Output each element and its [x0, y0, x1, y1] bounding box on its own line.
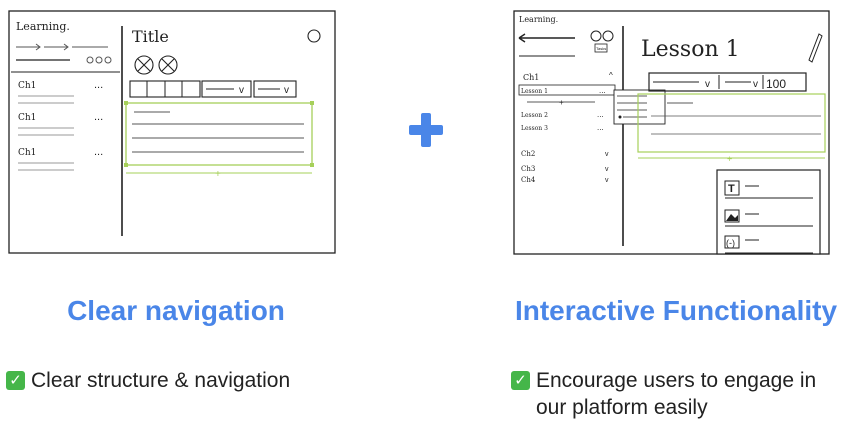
- right-back-label: Tasks: [596, 46, 606, 51]
- svg-text:...: ...: [597, 123, 604, 132]
- svg-text:+: +: [727, 154, 732, 164]
- right-lesson-2: Lesson 2: [521, 112, 548, 119]
- right-sketch-title: Lesson 1: [641, 37, 740, 62]
- heading-clear-navigation: Clear navigation: [67, 295, 285, 326]
- left-chapter-2: Ch1: [18, 113, 36, 123]
- left-app-label: Learning.: [16, 20, 70, 33]
- right-zoom: 100: [766, 77, 786, 91]
- left-chapter-3: Ch1: [18, 148, 36, 158]
- left-more-1: ...: [94, 79, 103, 91]
- svg-text:v: v: [239, 85, 244, 96]
- svg-text:(-): (-): [726, 238, 735, 248]
- right-chapter-4: Ch4: [521, 176, 536, 184]
- bullet-encourage-users: ✓ Encourage users to engage in our platf…: [511, 367, 841, 421]
- bullet-text: Encourage users to engage in our platfor…: [536, 369, 817, 419]
- right-app-label: Learning.: [519, 15, 558, 24]
- svg-text:v: v: [605, 166, 609, 173]
- svg-text:v: v: [605, 177, 609, 184]
- svg-text:...: ...: [597, 110, 604, 119]
- svg-text:v: v: [605, 151, 609, 158]
- svg-text:+: +: [215, 169, 221, 180]
- text-tool-icon: T: [728, 183, 735, 195]
- plus-icon: [409, 113, 443, 147]
- check-icon: ✓: [511, 371, 530, 390]
- left-more-2: ...: [94, 111, 103, 123]
- svg-text:...: ...: [599, 86, 606, 95]
- heading-interactive-functionality: Interactive Functionality: [514, 295, 838, 326]
- svg-text:v: v: [705, 79, 710, 90]
- right-chapter-2: Ch2: [521, 150, 535, 158]
- svg-text:+: +: [559, 98, 564, 107]
- check-icon: ✓: [6, 371, 25, 390]
- right-chapter-3: Ch3: [521, 165, 535, 173]
- right-chapter-open: Ch1: [523, 73, 539, 82]
- svg-text:v: v: [753, 79, 758, 90]
- right-wireframe-sketch: Learning. Tasks Ch1 ^ Lesson 1 ... + Les…: [513, 10, 843, 260]
- left-sketch-title: Title: [132, 27, 169, 46]
- left-more-3: ...: [94, 146, 103, 158]
- svg-text:v: v: [284, 85, 289, 96]
- right-lesson-1: Lesson 1: [521, 88, 548, 95]
- right-lesson-3: Lesson 3: [521, 125, 548, 132]
- svg-text:^: ^: [609, 71, 613, 80]
- left-wireframe-sketch: Learning. Ch1 ... Ch1 ... Ch1 ... Title: [8, 10, 336, 254]
- bullet-clear-structure: ✓ Clear structure & navigation: [6, 367, 346, 394]
- left-chapter-1: Ch1: [18, 81, 36, 91]
- bullet-text: Clear structure & navigation: [31, 369, 291, 392]
